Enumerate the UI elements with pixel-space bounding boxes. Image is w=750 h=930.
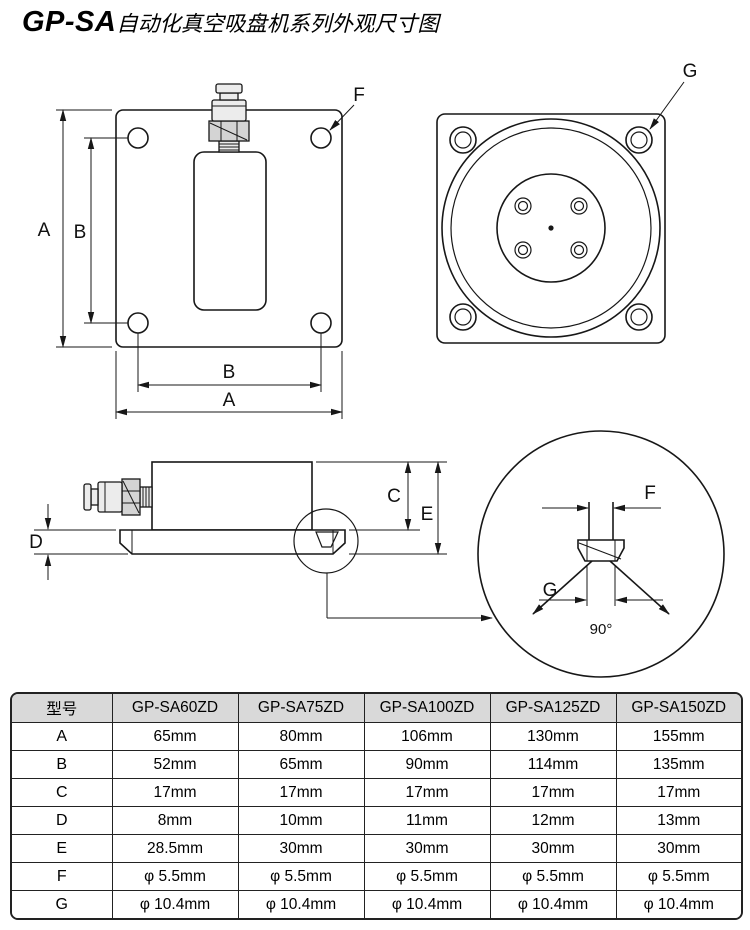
spec-cell: 114mm (489, 750, 617, 779)
spec-cell: 13mm (615, 806, 741, 835)
col-header-sa100: GP-SA100ZD (363, 694, 491, 723)
spec-cell: 90mm (363, 750, 491, 779)
spec-cell: φ 5.5mm (111, 862, 239, 891)
table-row-f: F φ 5.5mm φ 5.5mm φ 5.5mm φ 5.5mm φ 5.5m… (12, 862, 741, 891)
suction-cup-rim (450, 127, 652, 329)
hole-label-g: G (683, 61, 698, 82)
col-header-sa125: GP-SA125ZD (489, 694, 617, 723)
spec-cell: φ 5.5mm (489, 862, 617, 891)
table-row-g: G φ 10.4mm φ 10.4mm φ 10.4mm φ 10.4mm φ … (12, 890, 741, 918)
detail-label-g: G (543, 580, 558, 601)
air-fitting-side (83, 478, 153, 516)
hole-label-f: F (353, 85, 365, 106)
table-row-c: C 17mm 17mm 17mm 17mm 17mm (12, 778, 741, 807)
spec-cell: 80mm (237, 722, 365, 751)
table-row-a: A 65mm 80mm 106mm 130mm 155mm (12, 722, 741, 751)
row-label: A (12, 722, 113, 751)
front-hole-br (310, 312, 332, 334)
front-hole-bl (127, 312, 149, 334)
spec-cell: 65mm (237, 750, 365, 779)
front-hole-tr (310, 127, 332, 149)
table-row-b: B 52mm 65mm 90mm 114mm 135mm (12, 750, 741, 779)
table-row-e: E 28.5mm 30mm 30mm 30mm 30mm (12, 834, 741, 863)
spec-cell: φ 10.4mm (489, 890, 617, 918)
col-header-sa150: GP-SA150ZD (615, 694, 741, 723)
detail-view: F G 90° (477, 430, 725, 678)
spec-cell: 30mm (237, 834, 365, 863)
spec-cell: φ 10.4mm (111, 890, 239, 918)
center-point (548, 225, 554, 231)
spec-table-container: 型号 GP-SA60ZD GP-SA75ZD GP-SA100ZD GP-SA1… (10, 692, 743, 920)
dim-label-a-bottom: A (223, 390, 236, 411)
col-header-sa75: GP-SA75ZD (237, 694, 365, 723)
spec-cell: 65mm (111, 722, 239, 751)
row-label: C (12, 778, 113, 807)
dim-label-d: D (29, 532, 43, 553)
spec-cell: 8mm (111, 806, 239, 835)
spec-cell: 11mm (363, 806, 491, 835)
dim-label-a-left: A (38, 220, 51, 241)
front-dimensions: A B B A F (38, 85, 365, 419)
row-label: D (12, 806, 113, 835)
spec-cell: 130mm (489, 722, 617, 751)
pad-corner-detail (315, 531, 339, 548)
spec-cell: φ 10.4mm (363, 890, 491, 918)
spec-cell: 135mm (615, 750, 741, 779)
dim-label-e: E (421, 504, 434, 525)
spec-cell: 17mm (111, 778, 239, 807)
detail-indicator-circle (293, 508, 359, 574)
col-header-model: 型号 (12, 694, 113, 723)
brand-name: GP-SA (22, 6, 117, 38)
spec-cell: 30mm (363, 834, 491, 863)
spec-cell: 17mm (363, 778, 491, 807)
detail-angle-label: 90° (590, 621, 613, 638)
spec-cell: 17mm (237, 778, 365, 807)
row-label: G (12, 890, 113, 918)
bolt-holes (449, 126, 653, 331)
side-view (83, 461, 493, 622)
col-header-sa60: GP-SA60ZD (111, 694, 239, 723)
spec-cell: 17mm (489, 778, 617, 807)
spec-cell: φ 10.4mm (237, 890, 365, 918)
front-view (115, 83, 343, 348)
dim-label-c: C (387, 486, 401, 507)
spec-cell: 10mm (237, 806, 365, 835)
air-fitting-top (208, 83, 250, 153)
side-dimensions: C E D (29, 461, 447, 580)
bottom-view: G (436, 61, 698, 344)
spec-cell: φ 5.5mm (615, 862, 741, 891)
spec-cell: 30mm (615, 834, 741, 863)
spec-cell: 17mm (615, 778, 741, 807)
row-label: F (12, 862, 113, 891)
spec-cell: 12mm (489, 806, 617, 835)
spec-cell: 106mm (363, 722, 491, 751)
table-row-d: D 8mm 10mm 11mm 12mm 13mm (12, 806, 741, 835)
spec-cell: φ 5.5mm (237, 862, 365, 891)
table-header-row: 型号 GP-SA60ZD GP-SA75ZD GP-SA100ZD GP-SA1… (12, 694, 741, 723)
dim-label-b-left: B (74, 222, 87, 243)
side-base-plate (119, 529, 346, 555)
spec-cell: φ 5.5mm (363, 862, 491, 891)
detail-label-f: F (644, 483, 656, 504)
vacuum-ports (514, 197, 588, 259)
spec-cell: 30mm (489, 834, 617, 863)
spec-cell: 155mm (615, 722, 741, 751)
dim-label-b-bottom: B (223, 362, 236, 383)
spec-table: 型号 GP-SA60ZD GP-SA75ZD GP-SA100ZD GP-SA1… (12, 694, 741, 918)
suction-cup-inner (496, 173, 606, 283)
row-label: E (12, 834, 113, 863)
side-body (151, 461, 313, 531)
spec-cell: 28.5mm (111, 834, 239, 863)
front-center-slot (193, 151, 267, 311)
spec-cell: 52mm (111, 750, 239, 779)
spec-cell: φ 10.4mm (615, 890, 741, 918)
row-label: B (12, 750, 113, 779)
front-hole-tl (127, 127, 149, 149)
title-text: 自动化真空吸盘机系列外观尺寸图 (116, 12, 439, 36)
